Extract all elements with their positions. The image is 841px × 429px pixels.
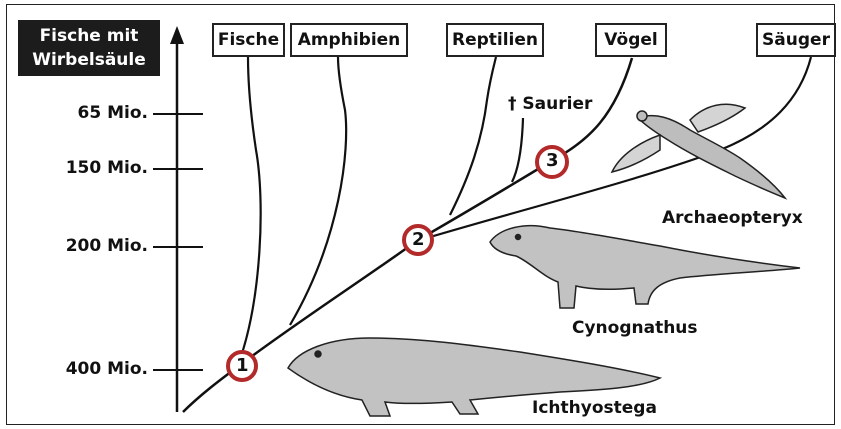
time-label-400: 400 Mio. [14, 359, 148, 379]
time-label-150: 150 Mio. [14, 158, 148, 178]
time-label-200: 200 Mio. [14, 236, 148, 256]
amphibien-branch [290, 57, 346, 325]
header-line-2: Wirbelsäule [18, 48, 160, 72]
node-2-number: 2 [412, 229, 425, 250]
header-box: Fische mit Wirbelsäule [18, 20, 160, 76]
saurier-label: † Saurier [508, 94, 592, 114]
node-1-number: 1 [236, 355, 249, 376]
ichthyostega-label: Ichthyostega [532, 398, 657, 418]
cynognathus-illustration [490, 226, 800, 308]
group-voegel: Vögel [595, 23, 667, 57]
cynognathus-label: Cynognathus [572, 318, 698, 338]
time-label-65: 65 Mio. [14, 103, 148, 123]
reptilien-branch [450, 57, 496, 215]
node-3-number: 3 [546, 150, 559, 171]
group-amphibien: Amphibien [290, 23, 408, 57]
fische-branch [238, 57, 261, 365]
group-fische: Fische [212, 23, 285, 57]
saurier-branch [512, 118, 523, 182]
group-reptilien: Reptilien [446, 23, 544, 57]
group-saeuger: Säuger [756, 23, 836, 57]
header-line-1: Fische mit [18, 24, 160, 48]
archaeopteryx-illustration [612, 104, 785, 198]
time-axis-arrowhead [170, 26, 184, 44]
archaeopteryx-label: Archaeopteryx [662, 208, 803, 228]
